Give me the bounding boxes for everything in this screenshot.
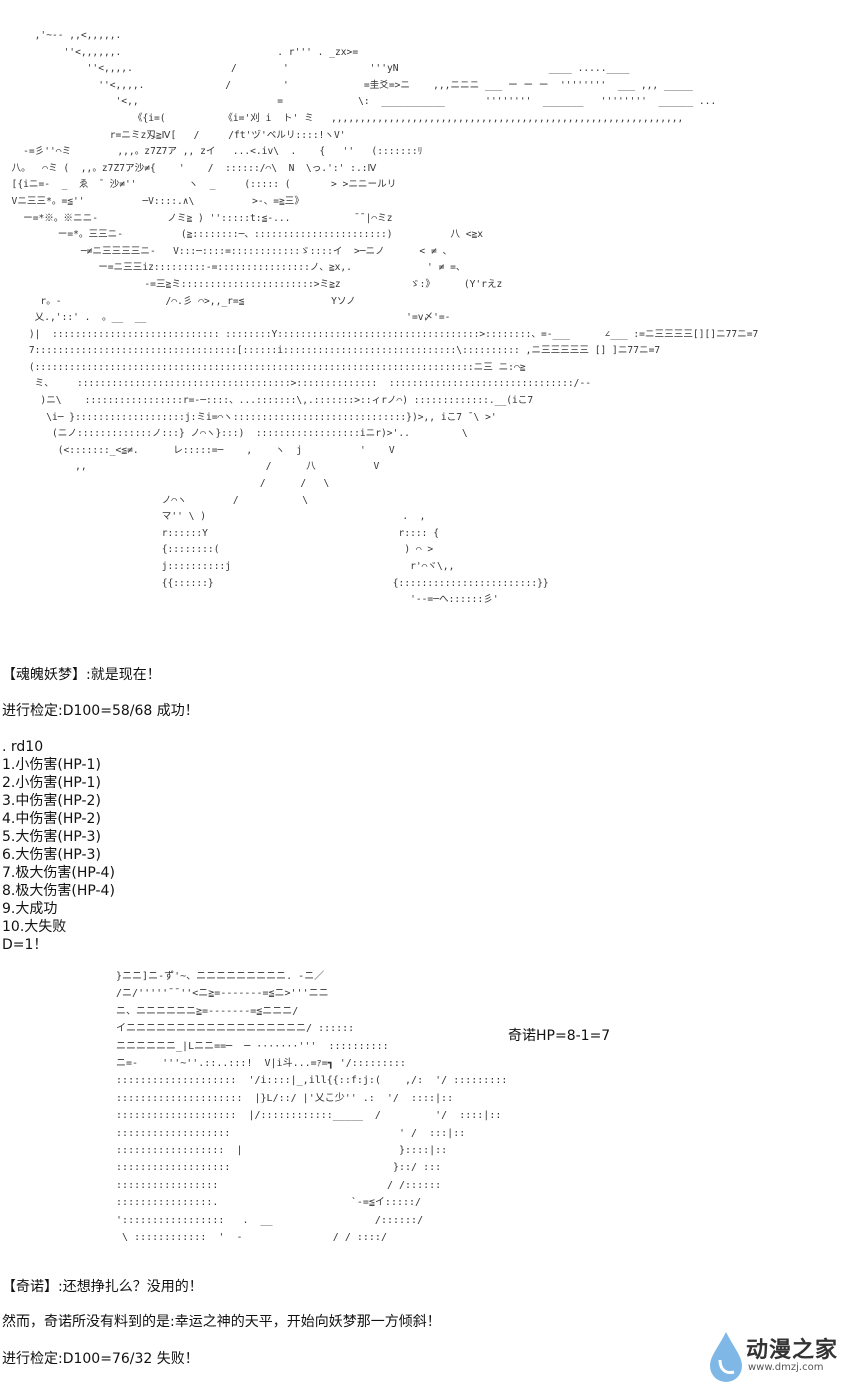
narration-text: 然而，奇诺所没有料到的是:幸运之神的天平，开始向妖梦那一方倾斜！	[2, 1314, 441, 1330]
site-watermark: 动漫之家 www.dmzj.com	[708, 1328, 858, 1388]
list-item: 8.极大伤害(HP-4)	[2, 883, 115, 899]
dice-result: D=1！	[2, 937, 48, 953]
check-result-success: 进行检定:D100=58/68 成功！	[2, 703, 199, 719]
dialogue-youmu: 【魂魄妖梦】:就是现在！	[2, 667, 161, 683]
dialogue-kino: 【奇诺】:还想挣扎么？没用的！	[2, 1279, 203, 1295]
water-drop-logo-icon	[710, 1332, 742, 1382]
list-item: 5.大伤害(HP-3)	[2, 829, 101, 845]
list-header: . rd10	[2, 739, 44, 755]
list-item: 4.中伤害(HP-2)	[2, 811, 101, 827]
list-item: 10.大失败	[2, 919, 67, 935]
ascii-art-illustration-top: ,'~-- ,,<,,,,,. ''<,,,,,,. . r''' . _zx>…	[11, 30, 759, 606]
list-item: 7.极大伤害(HP-4)	[2, 865, 115, 881]
hp-status-text: 奇诺HP=8-1=7	[508, 1028, 611, 1044]
watermark-brand-text: 动漫之家	[746, 1338, 839, 1363]
list-item: 9.大成功	[2, 901, 58, 917]
list-item: 2.小伤害(HP-1)	[2, 775, 101, 791]
list-item: 3.中伤害(HP-2)	[2, 793, 101, 809]
ascii-art-illustration-bottom: }ニニ]ニ-ず'~、ニニニニニニニニニ. -ニ／ /ニ/'''''¯¯''<ニ≧…	[116, 971, 508, 1244]
damage-table: . rd10 1.小伤害(HP-1) 2.小伤害(HP-1) 3.中伤害(HP-…	[2, 738, 115, 954]
check-result-fail: 进行检定:D100=76/32 失败！	[2, 1351, 199, 1367]
list-item: 6.大伤害(HP-3)	[2, 847, 101, 863]
watermark-url-text: www.dmzj.com	[748, 1362, 824, 1373]
list-item: 1.小伤害(HP-1)	[2, 757, 101, 773]
